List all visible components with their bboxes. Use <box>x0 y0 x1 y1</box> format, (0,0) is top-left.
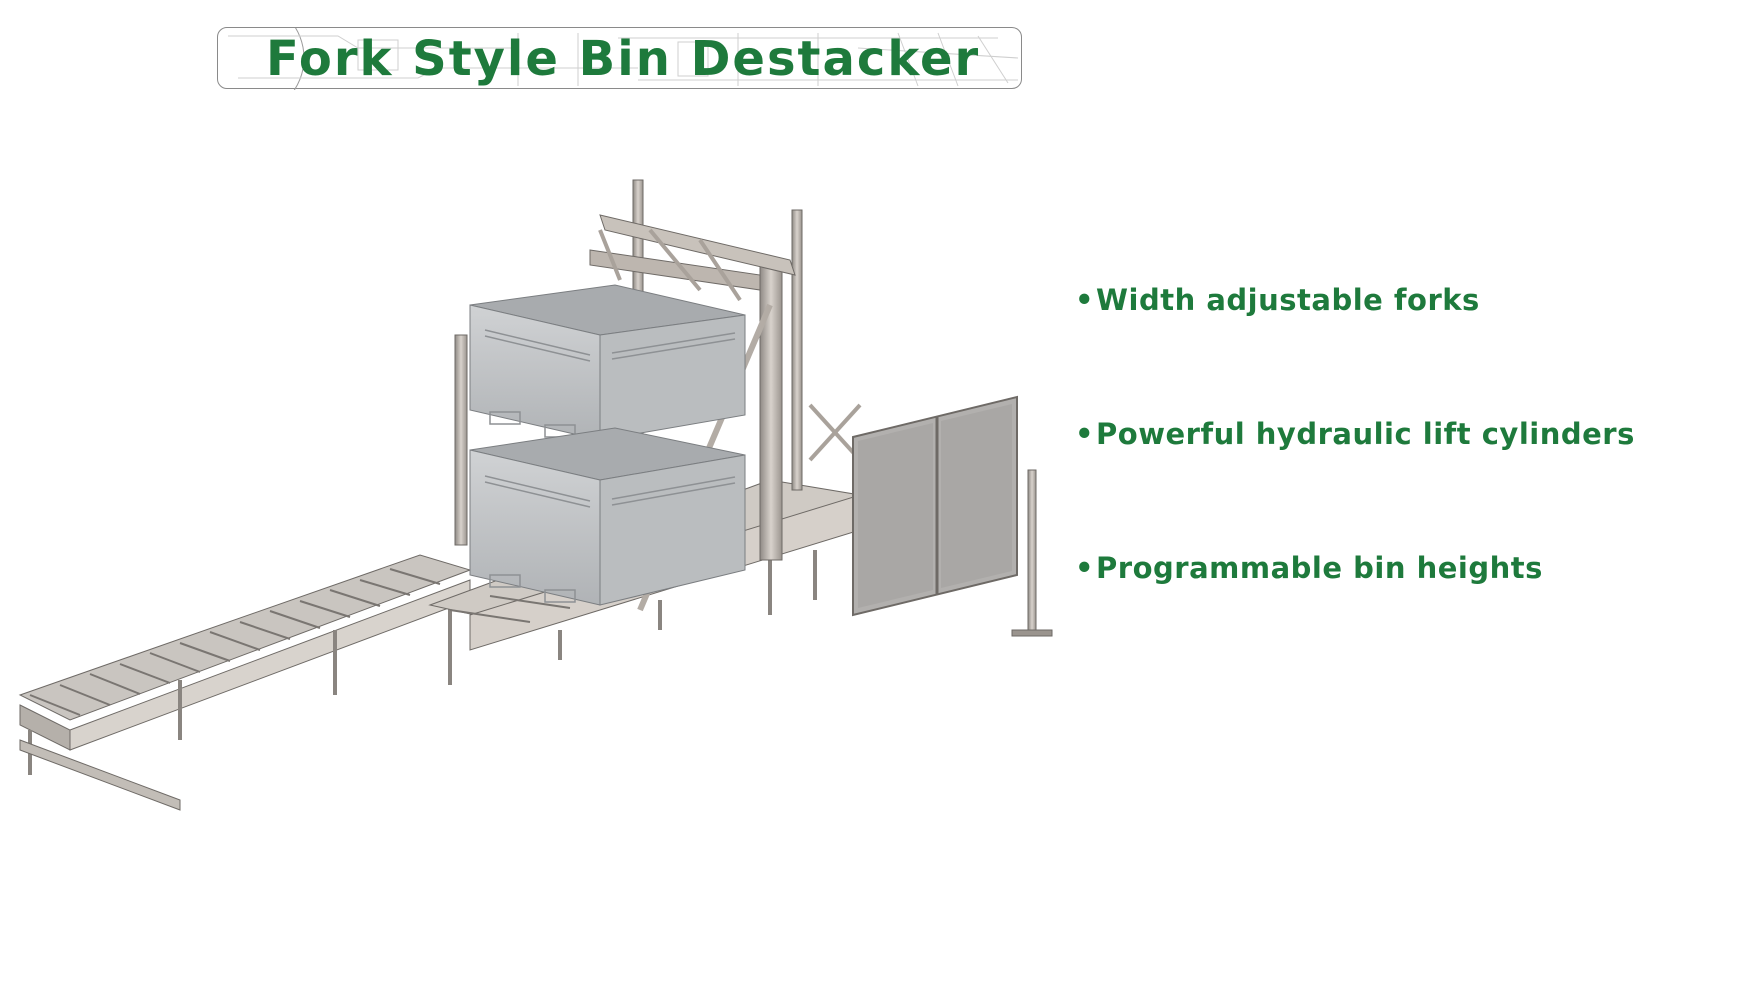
bullet: • <box>1075 283 1095 317</box>
feature-item: •Width adjustable forks <box>1075 283 1480 317</box>
title-badge: Fork Style Bin Destacker <box>217 27 1022 90</box>
feature-item: •Powerful hydraulic lift cylinders <box>1075 417 1635 451</box>
page-title: Fork Style Bin Destacker <box>266 31 981 87</box>
feature-item: •Programmable bin heights <box>1075 551 1543 585</box>
bullet: • <box>1075 417 1095 451</box>
safety-gate-panel <box>852 395 1018 617</box>
roller-conveyor-left <box>18 554 472 811</box>
bin-lower <box>469 427 746 606</box>
feature-text: Width adjustable forks <box>1096 283 1480 317</box>
bin-destacker-machine <box>18 179 1053 811</box>
feature-text: Programmable bin heights <box>1096 551 1543 585</box>
bin-upper <box>469 284 746 441</box>
bullet: • <box>1075 551 1095 585</box>
control-post <box>1011 469 1053 637</box>
feature-text: Powerful hydraulic lift cylinders <box>1096 417 1635 451</box>
blueprint-background <box>228 28 1019 90</box>
